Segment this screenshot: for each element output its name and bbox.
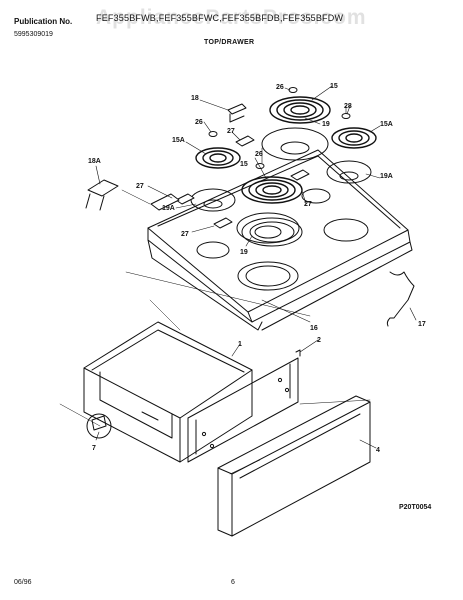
callout-27: 27 (304, 201, 312, 208)
callout-19a: 19A (380, 173, 393, 180)
callout-26: 26 (276, 84, 284, 91)
callout-27: 27 (136, 183, 144, 190)
callout-18a: 18A (88, 158, 101, 165)
callout-19a: 19A (162, 205, 175, 212)
callout-17: 17 (418, 321, 426, 328)
callout-19: 19 (322, 121, 330, 128)
page-number: 6 (231, 579, 235, 586)
leader-lines (95, 85, 417, 449)
drawer-support-panel (187, 349, 301, 463)
callout-28: 28 (344, 103, 352, 110)
callout-27: 27 (227, 128, 235, 135)
publication-label: Publication No. (14, 17, 73, 26)
callout-15: 15 (240, 161, 248, 168)
watermark: AppliancePartsPros.com (96, 6, 367, 29)
callout-26: 26 (195, 119, 203, 126)
cooktop-main-top (147, 149, 413, 331)
callout-26: 26 (255, 151, 263, 158)
publication-number: 5995309019 (14, 31, 53, 38)
terminal-block (227, 103, 247, 123)
publication-date: 06/96 (14, 579, 32, 586)
drawer-body (83, 321, 253, 463)
element-bracket (85, 179, 119, 211)
callout-1: 1 (238, 341, 242, 348)
figure-reference: P20T0054 (399, 504, 432, 511)
drawer-roller (86, 413, 112, 439)
model-numbers: FEF355BFWB,FEF355BFWC,FEF355BFDB,FEF355B… (96, 13, 344, 23)
callout-15a: 15A (172, 137, 185, 144)
section-title: TOP/DRAWER (204, 39, 255, 46)
drip-bowls (190, 127, 372, 244)
callout-27: 27 (181, 231, 189, 238)
callout-labels: 26 15 18 28 26 27 19 15A 28 15A 26 15 18… (88, 83, 426, 454)
alignment-lines (59, 189, 371, 475)
callout-15a: 15A (380, 121, 393, 128)
callout-7: 7 (92, 445, 96, 452)
washers (208, 87, 351, 169)
wire-harness (386, 271, 415, 327)
callout-4: 4 (376, 447, 380, 454)
callout-18: 18 (191, 95, 199, 102)
callout-16: 16 (310, 325, 318, 332)
callout-2: 2 (317, 337, 321, 344)
callout-19: 19 (240, 249, 248, 256)
surface-elements (195, 96, 377, 204)
callout-15: 15 (330, 83, 338, 90)
drawer-front-panel (217, 395, 371, 537)
